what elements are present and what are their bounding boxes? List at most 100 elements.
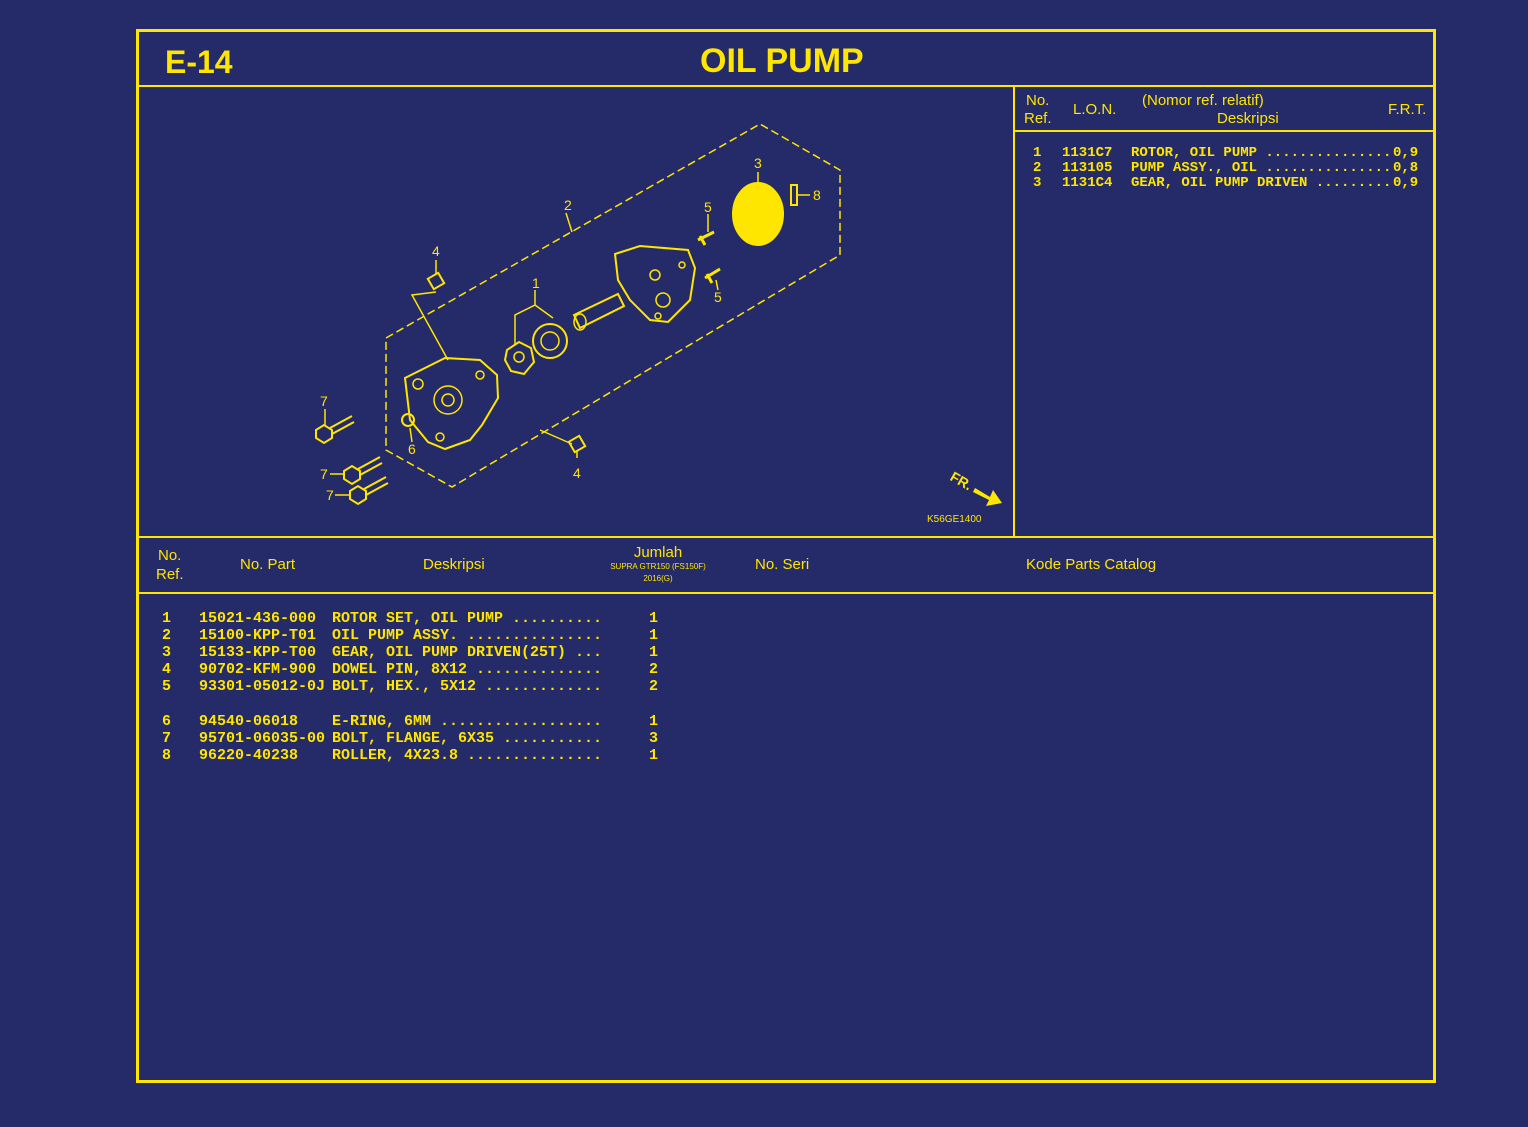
parts-row-no: 4 (162, 661, 172, 678)
parts-row-leader-dots: .................. (431, 713, 603, 730)
page-title: OIL PUMP (700, 42, 864, 80)
parts-row-part-number: 95701-06035-00 (199, 730, 326, 747)
parts-row-no: 2 (162, 627, 172, 644)
parts-row-desc: OIL PUMP ASSY. (332, 627, 459, 644)
callout-8: 8 (813, 187, 821, 203)
lon-table-divider (1013, 86, 1015, 537)
driven-gear (732, 182, 784, 246)
pump-shaft (572, 292, 626, 330)
bolt-7-a (315, 415, 355, 445)
parts-row-leader-dots: .......... (503, 610, 603, 627)
parts-row-part-number: 96220-40238 (199, 747, 299, 764)
parts-row-leader-dots: ... (566, 644, 603, 661)
callout-5-lower: 5 (714, 289, 722, 305)
lon-row-no: 3 (1033, 175, 1042, 191)
lon-header-no: No. (1026, 92, 1050, 109)
parts-row-part-number: 94540-06018 (199, 713, 299, 730)
parts-header-no: No. (158, 547, 182, 564)
lon-row-lon: 113105 (1062, 160, 1113, 176)
page-code: E-14 (165, 44, 233, 80)
pump-body (403, 356, 500, 451)
parts-row-leader-dots: ............... (458, 747, 603, 764)
parts-header-no-seri: No. Seri (755, 556, 810, 573)
parts-row-qty: 1 (649, 644, 659, 661)
parts-row-desc: E-RING, 6MM (332, 713, 432, 730)
parts-row-desc: BOLT, FLANGE, 6X35 (332, 730, 495, 747)
parts-row-no: 1 (162, 610, 172, 627)
parts-row-leader-dots: ............. (476, 678, 603, 695)
parts-row-part-number: 15133-KPP-T00 (199, 644, 317, 661)
parts-header-jumlah: Jumlah (633, 544, 683, 561)
parts-row-leader-dots: .............. (467, 661, 603, 678)
callout-3: 3 (754, 155, 762, 171)
parts-row-qty: 3 (649, 730, 659, 747)
lon-header-deskripsi: Deskripsi (1217, 110, 1279, 127)
callout-7-c: 7 (326, 487, 334, 503)
parts-header-model: SUPRA GTR150 (FS150F) (610, 562, 706, 571)
lon-row-no: 1 (1033, 145, 1042, 161)
parts-row-no: 8 (162, 747, 172, 764)
outer-rotor (532, 323, 568, 359)
parts-row-desc: ROTOR SET, OIL PUMP (332, 610, 504, 627)
lon-row-frt: 0,9 (1393, 145, 1419, 161)
lon-header-divider (1014, 130, 1435, 132)
parts-row-qty: 2 (649, 661, 659, 678)
parts-row-no: 7 (162, 730, 172, 747)
bolt-7-b (343, 456, 383, 486)
parts-row-desc: GEAR, OIL PUMP DRIVEN(25T) (332, 644, 567, 661)
roller (790, 184, 798, 206)
callout-4-lower: 4 (573, 465, 581, 481)
parts-row-leader-dots: ........... (494, 730, 603, 747)
lon-row-desc: PUMP ASSY., OIL (1131, 160, 1258, 176)
bolt-7-c (349, 476, 389, 506)
bolt-5-upper (697, 230, 715, 246)
parts-row-desc: DOWEL PIN, 8X12 (332, 661, 468, 678)
diagram-divider (138, 536, 1435, 538)
lon-header-nomor-ref: (Nomor ref. relatif) (1142, 92, 1264, 109)
callout-7-b: 7 (320, 466, 328, 482)
callout-6: 6 (408, 441, 416, 457)
parts-header-divider (138, 592, 1435, 594)
parts-row-desc: BOLT, HEX., 5X12 (332, 678, 477, 695)
lon-row-lon: 1131C7 (1062, 145, 1113, 161)
parts-row-part-number: 15021-436-000 (199, 610, 317, 627)
pump-cover (613, 244, 697, 324)
parts-row-qty: 1 (649, 610, 659, 627)
callout-1: 1 (532, 275, 540, 291)
parts-row-part-number: 90702-KFM-900 (199, 661, 317, 678)
parts-row-desc: ROLLER, 4X23.8 (332, 747, 459, 764)
dowel-pin-lower (567, 434, 587, 454)
lon-row-desc: ROTOR, OIL PUMP (1131, 145, 1258, 161)
lon-row-leader-dots: ............... (1257, 160, 1392, 176)
parts-header-deskripsi: Deskripsi (423, 556, 485, 573)
callout-4-upper: 4 (432, 243, 440, 259)
lon-header-lon: L.O.N. (1073, 101, 1117, 118)
parts-row-qty: 1 (649, 627, 659, 644)
parts-row-leader-dots: ............... (458, 627, 603, 644)
assembly-dashed-box (385, 123, 841, 488)
drawing-code: K56GE1400 (927, 514, 982, 525)
lon-row-desc: GEAR, OIL PUMP DRIVEN (1131, 175, 1308, 191)
lon-row-leader-dots: ......... (1307, 175, 1392, 191)
callout-2: 2 (564, 197, 572, 213)
lon-header-frt: F.R.T. (1388, 101, 1427, 118)
bolt-5-lower (704, 267, 721, 284)
e-ring (401, 413, 415, 427)
parts-header-ref: Ref. (156, 566, 184, 583)
dowel-pin-upper (426, 271, 446, 291)
parts-row-no: 3 (162, 644, 172, 661)
parts-row-part-number: 15100-KPP-T01 (199, 627, 317, 644)
lon-header-ref: Ref. (1024, 110, 1052, 127)
catalog-frame (136, 29, 1436, 1083)
title-divider (138, 85, 1435, 87)
lon-row-leader-dots: ............... (1257, 145, 1392, 161)
lon-row-frt: 0,8 (1393, 160, 1419, 176)
callout-5-upper: 5 (704, 199, 712, 215)
lon-row-no: 2 (1033, 160, 1042, 176)
lon-row-lon: 1131C4 (1062, 175, 1113, 191)
fr-arrow-icon (973, 488, 1002, 506)
parts-row-qty: 1 (649, 713, 659, 730)
parts-row-no: 5 (162, 678, 172, 695)
fr-label: FR. (948, 468, 976, 493)
